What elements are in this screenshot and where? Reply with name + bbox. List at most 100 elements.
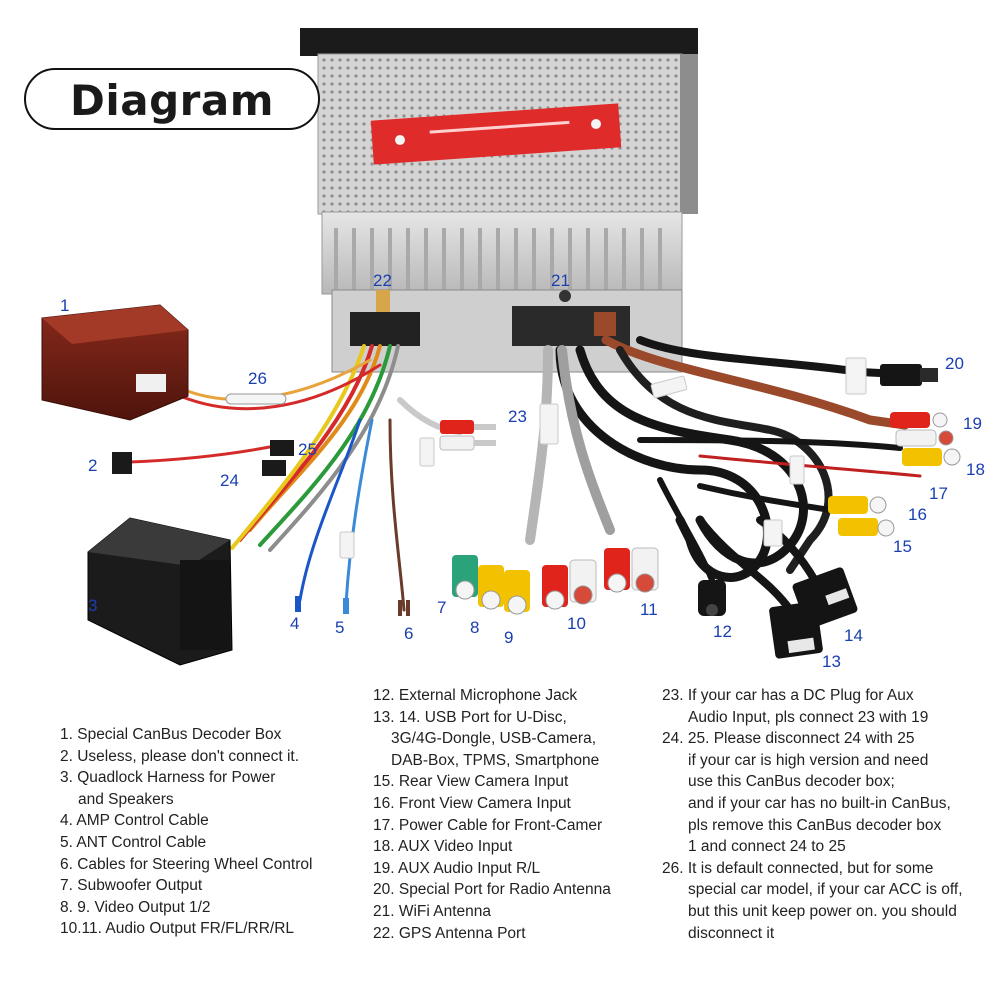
canbus-decoder-box	[41, 304, 189, 421]
usb-port-14	[792, 567, 858, 629]
legend-item: 15. Rear View Camera Input	[373, 773, 569, 791]
legend-item: 2. Useless, please don't connect it.	[60, 747, 300, 765]
grey-cable-av	[525, 345, 553, 545]
rca-15-16-camera	[828, 496, 895, 537]
callout-11: 11	[640, 600, 658, 619]
wire-tip-4	[295, 596, 301, 612]
brown-port	[594, 312, 616, 336]
legend-column-1: 1. Special CanBus Decoder Box 2. Useless,…	[60, 724, 312, 940]
callout-25: 25	[298, 440, 317, 459]
wire-tips-6	[398, 600, 410, 616]
legend-item: 6. Cables for Steering Wheel Control	[60, 855, 313, 873]
legend-item: 18. AUX Video Input	[373, 838, 513, 856]
legend-item: 12. External Microphone Jack	[373, 687, 578, 704]
decoder-wire-red	[178, 363, 382, 411]
callout-21: 21	[551, 271, 570, 290]
callout-17: 17	[929, 484, 948, 503]
callout-8: 8	[470, 618, 480, 637]
legend-item: 20. Special Port for Radio Antenna	[373, 881, 611, 899]
legend-item: 23. If your car has a DC Plug for Aux	[662, 687, 914, 704]
usb-cable-13	[696, 516, 794, 614]
camera-cable	[697, 483, 833, 513]
callout-4: 4	[290, 614, 300, 633]
rca-9-video	[504, 570, 530, 615]
warning-sticker	[370, 103, 622, 165]
wifi-port	[559, 290, 571, 302]
callout-15: 15	[893, 537, 912, 556]
legend-item: 3G/4G-Dongle, USB-Camera,	[391, 730, 597, 748]
rca-23-dc-plug	[439, 420, 496, 451]
legend-item: 21. WiFi Antenna	[373, 902, 492, 920]
callout-5: 5	[335, 618, 345, 637]
wire-tip-5	[343, 598, 349, 614]
legend-item: Audio Input, pls connect 23 with 19	[688, 708, 929, 726]
cable-tags	[339, 357, 867, 559]
title-badge: Diagram	[24, 68, 320, 130]
chassis-side	[680, 54, 698, 214]
callout-1: 1	[60, 296, 70, 315]
legend-item: 8. 9. Video Output 1/2	[60, 898, 211, 916]
callout-10: 10	[567, 614, 586, 633]
legend-item: 22. GPS Antenna Port	[373, 924, 526, 942]
callout-26: 26	[248, 369, 267, 388]
legend-item: 19. AUX Audio Input R/L	[373, 859, 541, 877]
legend-item: special car model, if your car ACC is of…	[688, 881, 963, 899]
rca-11-audio-white	[631, 547, 659, 593]
callout-9: 9	[504, 628, 514, 647]
legend-item: disconnect it	[688, 924, 775, 942]
legend-item: 3. Quadlock Harness for Power	[60, 769, 276, 787]
legend-item: 7. Subwoofer Output	[60, 877, 203, 895]
rca-outputs	[452, 547, 659, 615]
legend-item: pls remove this CanBus decoder box	[688, 816, 942, 834]
legend-item: 10.11. Audio Output FR/FL/RR/RL	[60, 920, 295, 938]
callout-12: 12	[713, 622, 732, 641]
black-cable-loop-1	[555, 345, 772, 582]
control-wire-5	[344, 418, 374, 606]
connector-24	[262, 460, 286, 476]
rca-8-video	[478, 565, 504, 610]
useless-connector	[112, 452, 132, 474]
callout-22: 22	[373, 271, 392, 290]
legend-item: 4. AMP Control Cable	[60, 812, 209, 830]
legend-item: 17. Power Cable for Front-Camer	[373, 816, 603, 834]
callout-2: 2	[88, 456, 98, 475]
steering-wires	[388, 418, 406, 612]
legend-item: and Speakers	[78, 790, 174, 808]
black-cable-loop-2	[575, 345, 808, 568]
rca-10-audio-red	[542, 565, 568, 610]
harness-wire-yellow	[230, 344, 366, 550]
grey-cable-audio	[557, 345, 615, 535]
heatsink-fins	[334, 228, 662, 290]
mic-cable	[657, 477, 715, 583]
legend-item: use this CanBus decoder box;	[688, 773, 895, 791]
port-block-left	[350, 312, 420, 346]
rca-18-19-aux	[890, 412, 961, 466]
callout-23: 23	[508, 407, 527, 426]
connector-25	[270, 440, 294, 456]
callout-20: 20	[945, 354, 964, 373]
rca-10-audio-white	[569, 559, 597, 605]
callout-14: 14	[844, 626, 863, 645]
legend-item: DAB-Box, TPMS, Smartphone	[391, 751, 600, 769]
legend-item: 1. Special CanBus Decoder Box	[60, 726, 282, 743]
legend-item: if your car is high version and need	[688, 751, 929, 769]
quadlock-harness	[87, 517, 233, 666]
legend-item: 16. Front View Camera Input	[373, 794, 571, 812]
legend-item: 26. It is default connected, but for som…	[662, 859, 934, 877]
legend-item: 24. 25. Please disconnect 24 with 25	[662, 730, 915, 748]
callout-13: 13	[822, 652, 841, 671]
fuse-26	[225, 393, 287, 405]
control-wire-4	[298, 418, 362, 602]
cable-2-wires	[128, 443, 282, 464]
front-bezel	[300, 28, 698, 56]
legend-item: and if your car has no built-in CanBus,	[688, 794, 951, 812]
legend-item: 13. 14. USB Port for U-Disc,	[373, 708, 567, 726]
gps-port	[376, 290, 390, 312]
page-title: Diagram	[70, 76, 274, 125]
callout-19: 19	[963, 414, 982, 433]
callout-3: 3	[88, 596, 98, 615]
radio-antenna-plug	[880, 364, 938, 386]
callout-6: 6	[404, 624, 414, 643]
